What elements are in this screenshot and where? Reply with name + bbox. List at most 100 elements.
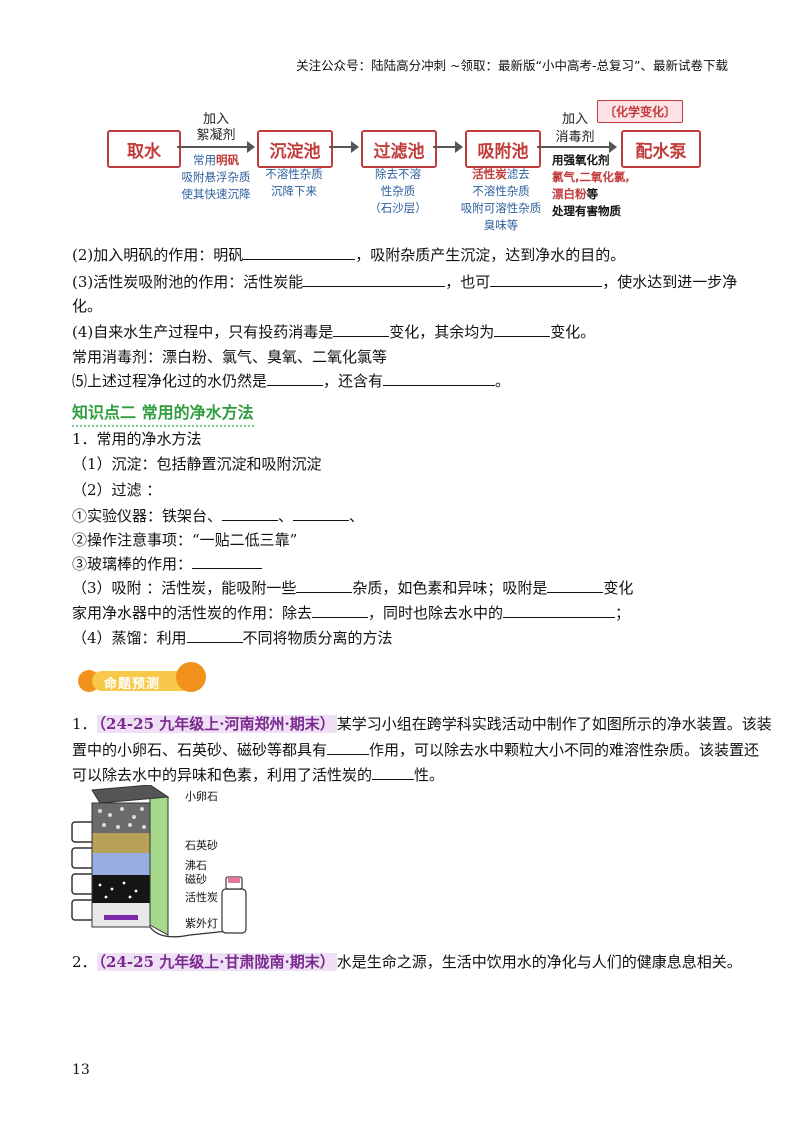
chemical-change-tag: 〔化学变化〕 bbox=[597, 100, 684, 123]
answer-blank[interactable] bbox=[312, 601, 369, 618]
banner-text: 命题预测 bbox=[104, 677, 161, 692]
answer-blank[interactable] bbox=[222, 504, 279, 521]
question-number: 1． bbox=[72, 715, 97, 733]
note-filtration: 除去不溶 性杂质 （石沙层） bbox=[358, 166, 438, 217]
question-1-line-3: 可以除去水中的异味和色素，利用了活性炭的 性。 bbox=[72, 763, 732, 787]
question-text: 水是生命之源，生活中饮用水的净化与人们的健康息息相关。 bbox=[336, 953, 742, 971]
disinfectant-note: 常用消毒剂：漂白粉、氯气、臭氧、二氧化氯等 bbox=[72, 348, 388, 366]
flow-box-sedimentation: 沉淀池 bbox=[257, 130, 333, 168]
prediction-banner: 命题预测 bbox=[78, 662, 206, 698]
answer-blank[interactable] bbox=[494, 320, 551, 337]
question-text: 杂质，如色素和异味；吸附是 bbox=[352, 579, 548, 597]
flow-label: 絮凝剂 bbox=[196, 128, 236, 143]
method-distillation: （4）蒸馏：利用 不同将物质分离的方法 bbox=[72, 626, 732, 650]
answer-blank[interactable] bbox=[267, 369, 324, 386]
question-2-next: 2．（24-25 九年级上·甘肃陇南·期末）水是生命之源，生活中饮用水的净化与人… bbox=[72, 950, 742, 974]
question-text: 置中的小卵石、石英砂、磁砂等都具有 bbox=[72, 741, 328, 759]
note-text: 用强氧化剂 bbox=[552, 153, 610, 167]
note-highlight: 明矾 bbox=[216, 153, 239, 167]
question-text: ①实验仪器：铁架台、 bbox=[72, 507, 223, 525]
note-text: 臭味等 bbox=[483, 218, 519, 232]
glass-rod-role: ③玻璃棒的作用： bbox=[72, 552, 732, 576]
flow-arrow bbox=[329, 141, 359, 153]
question-text: ，同时也除去水中的 bbox=[368, 604, 504, 622]
note-text: 吸附悬浮杂质 bbox=[181, 170, 251, 184]
question-3: (3)活性炭吸附池的作用：活性炭能，也可，使水达到进一步净 bbox=[72, 270, 737, 294]
page-header: 关注公众号：陆陆高分冲刺 ~领取：最新版“小中高考-总复习”、最新试卷下载 bbox=[296, 58, 728, 73]
question-text: ⑸上述过程净化过的水仍然是 bbox=[72, 372, 268, 390]
question-text: ； bbox=[615, 604, 631, 622]
tag-text: 化学变化 bbox=[616, 105, 665, 119]
question-text: 家用净水器中的活性炭的作用：除去 bbox=[72, 604, 313, 622]
question-text: 性。 bbox=[414, 766, 445, 784]
filter-device-illustration bbox=[71, 784, 247, 938]
answer-blank[interactable] bbox=[327, 738, 370, 755]
flow-arrow bbox=[537, 141, 617, 153]
flow-box-filtration: 过滤池 bbox=[361, 130, 437, 168]
note-alum: 常用明矾 吸附悬浮杂质 使其快速沉降 bbox=[168, 152, 264, 203]
question-number: 2． bbox=[72, 953, 97, 971]
label-zeolite: 沸石 bbox=[185, 859, 207, 872]
method-adsorption: （3）吸附 ：活性炭，能吸附一些 杂质，如色素和异味；吸附是 变化 bbox=[72, 576, 732, 600]
label-activated-carbon: 活性炭 bbox=[185, 891, 218, 904]
note-adsorption: 活性炭滤去 不溶性杂质 吸附可溶性杂质 臭味等 bbox=[448, 166, 554, 234]
question-text: 不同将物质分离的方法 bbox=[242, 629, 393, 647]
answer-blank[interactable] bbox=[503, 601, 616, 618]
question-4: (4)自来水生产过程中，只有投药消毒是 变化，其余均为 变化。 bbox=[72, 320, 732, 344]
note-highlight: 漂白粉 bbox=[552, 187, 587, 201]
flow-arrow bbox=[433, 141, 463, 153]
question-text: (4)自来水生产过程中，只有投药消毒是 bbox=[72, 323, 334, 341]
page-number: 13 bbox=[72, 1062, 90, 1078]
question-text: （3）吸附 ：活性炭，能吸附一些 bbox=[72, 579, 297, 597]
question-text: 某学习小组在跨学科实践活动中制作了如图所示的净水装置。该装 bbox=[336, 715, 772, 733]
answer-blank[interactable] bbox=[547, 576, 604, 593]
answer-blank[interactable] bbox=[333, 320, 390, 337]
answer-blank[interactable] bbox=[303, 270, 446, 287]
question-text: 、 bbox=[278, 507, 294, 525]
question-source: （24-25 九年级上·甘肃陇南·期末） bbox=[96, 953, 337, 971]
note-text: 处理有害物质 bbox=[552, 204, 621, 218]
question-text: ，也可 bbox=[445, 273, 491, 291]
answer-blank[interactable] bbox=[383, 369, 496, 386]
label-magnetic-sand: 磁砂 bbox=[185, 873, 207, 886]
flow-label: 消毒剂 bbox=[555, 130, 595, 145]
answer-blank[interactable] bbox=[243, 243, 356, 260]
flow-label: 加入 bbox=[202, 112, 229, 127]
question-text: 变化 bbox=[603, 579, 634, 597]
label-pebbles: 小卵石 bbox=[185, 790, 218, 803]
question-text: ，使水达到进一步净 bbox=[602, 273, 738, 291]
question-text: （4）蒸馏：利用 bbox=[72, 629, 187, 647]
answer-blank[interactable] bbox=[372, 763, 415, 780]
answer-blank[interactable] bbox=[186, 626, 243, 643]
question-text: 、 bbox=[349, 507, 365, 525]
question-3-cont: 化。 bbox=[72, 297, 103, 315]
question-source: （24-25 九年级上·河南郑州·期末） bbox=[96, 715, 337, 733]
label-uv-lamp: 紫外灯 bbox=[185, 917, 218, 930]
question-2: (2)加入明矾的作用：明矾，吸附杂质产生沉淀，达到净水的目的。 bbox=[72, 243, 732, 267]
filtration-instruments: ①实验仪器：铁架台、 、 、 bbox=[72, 504, 732, 528]
note-disinfection: 用强氧化剂 氯气,二氧化氯, 漂白粉等 处理有害物质 bbox=[552, 152, 644, 220]
question-text: 。 bbox=[495, 372, 511, 390]
method-filtration: （2）过滤 ： bbox=[72, 481, 162, 499]
answer-blank[interactable] bbox=[490, 270, 603, 287]
orange-icon bbox=[176, 662, 206, 692]
question-1-line-2: 置中的小卵石、石英砂、磁砂等都具有 作用，可以除去水中颗粒大小不同的难溶性杂质。该… bbox=[72, 738, 759, 762]
filtration-notes: ②操作注意事项：“一贴二低三靠” bbox=[72, 531, 298, 549]
note-highlight: 氯气,二氧化氯, bbox=[552, 170, 630, 184]
flow-arrow bbox=[177, 141, 255, 153]
note-text: 使其快速沉降 bbox=[181, 187, 251, 201]
note-text: 性杂质 bbox=[380, 184, 416, 198]
answer-blank[interactable] bbox=[293, 504, 350, 521]
question-text: 作用，可以除去水中颗粒大小不同的难溶性杂质。该装置还 bbox=[369, 741, 760, 759]
note-sedimentation: 不溶性杂质 沉降下来 bbox=[254, 166, 334, 200]
question-text: 变化，其余均为 bbox=[389, 323, 495, 341]
note-text: 不溶性杂质 bbox=[472, 184, 530, 198]
answer-blank[interactable] bbox=[192, 552, 263, 569]
answer-blank[interactable] bbox=[296, 576, 353, 593]
question-text: 变化。 bbox=[550, 323, 596, 341]
household-carbon: 家用净水器中的活性炭的作用：除去 ，同时也除去水中的 ； bbox=[72, 601, 732, 625]
banner-bar bbox=[92, 671, 192, 691]
question-text: ，还含有 bbox=[323, 372, 384, 390]
note-text: 不溶性杂质 bbox=[265, 167, 323, 181]
question-text: 可以除去水中的异味和色素，利用了活性炭的 bbox=[72, 766, 373, 784]
